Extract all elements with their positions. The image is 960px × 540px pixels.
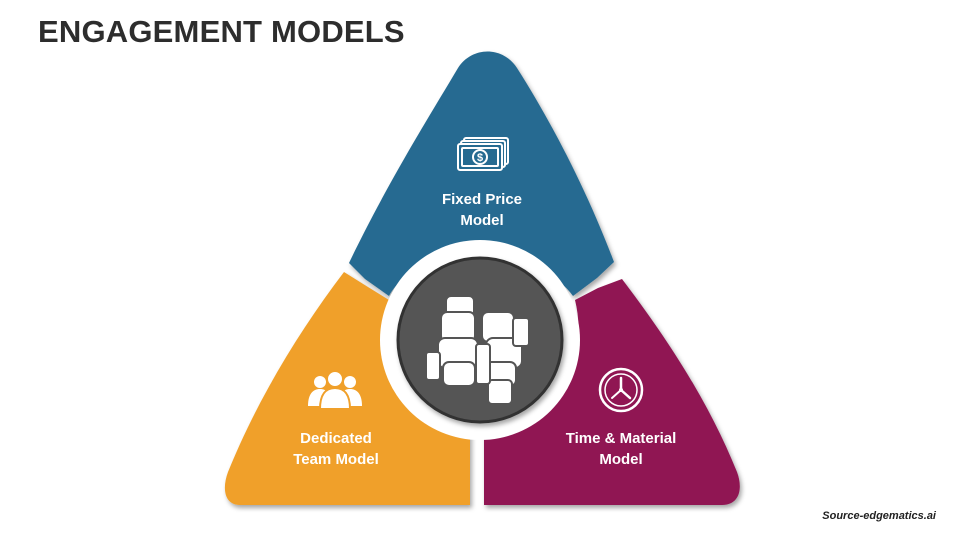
segment-fixed-price: $ Fixed Price Model bbox=[349, 51, 614, 296]
source-credit: Source-edgematics.ai bbox=[822, 510, 936, 522]
segment-label-dedicated-team-line2: Team Model bbox=[293, 451, 379, 468]
team-icon bbox=[308, 370, 362, 410]
segment-shape-fixed-price bbox=[349, 51, 614, 296]
segment-shape-dedicated-team bbox=[224, 272, 470, 505]
segment-label-dedicated-team-line1: Dedicated bbox=[300, 430, 372, 447]
clock-icon bbox=[598, 367, 644, 413]
segment-label-fixed-price-line2: Model bbox=[460, 212, 503, 229]
segment-time-material: Time & Material Model bbox=[484, 279, 740, 505]
segment-dedicated-team: Dedicated Team Model bbox=[224, 272, 470, 505]
segment-label-fixed-price-line1: Fixed Price bbox=[442, 191, 522, 208]
segment-label-time-material-line2: Model bbox=[599, 451, 642, 468]
money-icon: $ bbox=[457, 137, 509, 171]
fist-bump-icon bbox=[425, 295, 530, 405]
center-hub bbox=[380, 240, 580, 440]
segment-shape-time-material bbox=[484, 279, 740, 505]
page-title: ENGAGEMENT MODELS bbox=[38, 14, 405, 49]
center-circle bbox=[396, 256, 564, 424]
segment-label-time-material-line1: Time & Material bbox=[566, 430, 677, 447]
svg-text:$: $ bbox=[477, 152, 483, 164]
